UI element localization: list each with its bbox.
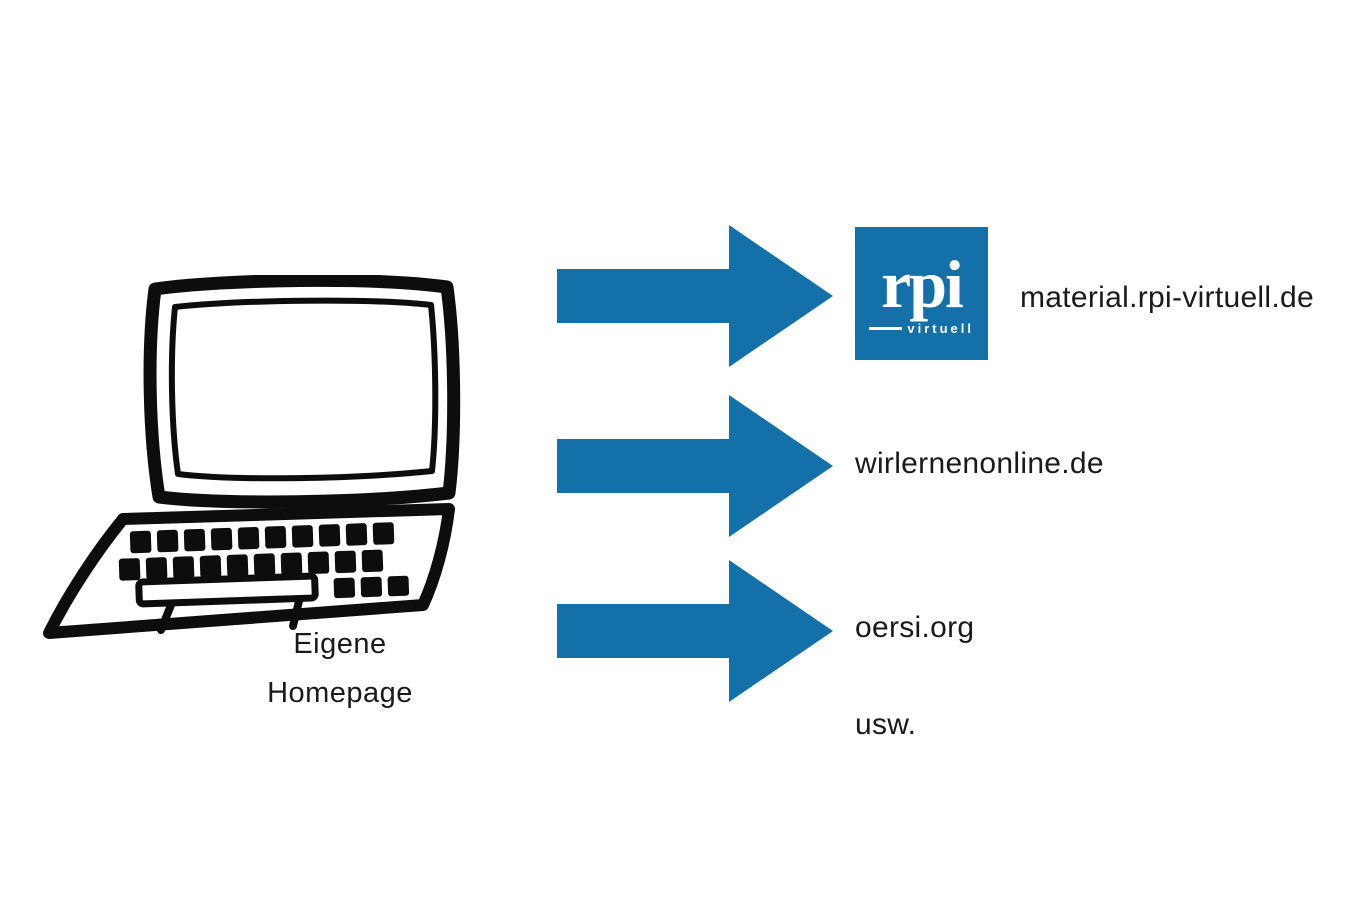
laptop-spacebar [135,572,319,608]
target-label-oersi: oersi.org [855,611,975,644]
etc-label: usw. [855,708,917,741]
rpi-logo-divider-line [869,326,903,330]
laptop-illustration: Eigene Homepage [35,275,475,709]
rpi-logo-sub-text: virtuell [907,320,974,336]
laptop-icon [43,275,461,639]
target-label-wirlernenonline: wirlernenonline.de [855,447,1104,480]
rpi-logo-sub-row: virtuell [869,321,974,336]
laptop-screen-label: Eigene Homepage [215,620,465,718]
laptop-keys [118,522,410,599]
rpi-logo-main-text: rpi [881,245,964,322]
right-arrow-icon [557,560,833,702]
screen-label-line2: Homepage [267,677,413,709]
target-label-rpi-virtuell: material.rpi-virtuell.de [1020,281,1314,314]
right-arrow-icon [557,225,833,367]
right-arrow-icon [557,395,833,537]
screen-label-line1: Eigene [293,628,387,660]
rpi-virtuell-logo: rpi virtuell [855,227,988,360]
